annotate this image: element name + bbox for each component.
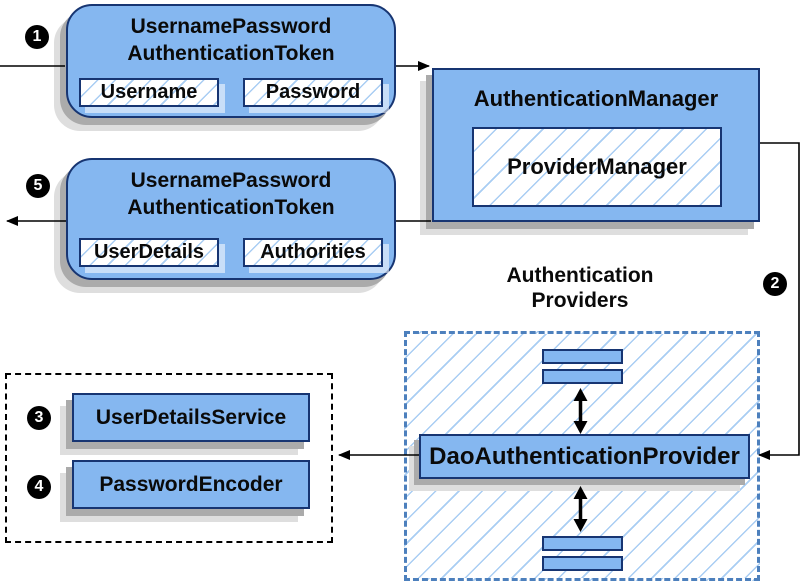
- token-request-fields: Username Password: [79, 78, 383, 107]
- username-field: Username: [79, 78, 219, 107]
- collaborators-box: [5, 373, 333, 543]
- step-4-badge: 4: [27, 475, 51, 499]
- authentication-manager-title: AuthenticationManager: [473, 86, 719, 111]
- dao-authentication-provider-box: DaoAuthenticationProvider: [419, 434, 750, 479]
- providers-heading-line2: Providers: [531, 289, 629, 312]
- token-request-title-line2: AuthenticationToken: [127, 42, 335, 65]
- token-result-title-line2: AuthenticationToken: [127, 196, 335, 219]
- provider-slot-bar: [542, 536, 623, 551]
- token-result-title: UsernamePassword AuthenticationToken: [68, 160, 394, 221]
- manager-to-dao-arrow: [758, 142, 800, 460]
- userdetails-field: UserDetails: [79, 238, 219, 267]
- password-encoder-box: PasswordEncoder: [72, 460, 310, 509]
- password-field: Password: [243, 78, 383, 107]
- provider-manager-box: ProviderManager: [472, 127, 722, 207]
- token-result-title-line1: UsernamePassword: [130, 169, 332, 192]
- step-1-badge: 1: [25, 25, 49, 49]
- user-details-service-box: UserDetailsService: [72, 393, 310, 442]
- providers-heading-line1: Authentication: [506, 264, 654, 287]
- token-result-box: UsernamePassword AuthenticationToken Use…: [66, 158, 396, 280]
- token-request-title-line1: UsernamePassword: [130, 15, 332, 38]
- step-5-badge: 5: [26, 174, 50, 198]
- provider-slot-bar: [542, 349, 623, 364]
- provider-slot-bar: [542, 556, 623, 571]
- token-result-fields: UserDetails Authorities: [79, 238, 383, 267]
- token-request-box: UsernamePassword AuthenticationToken Use…: [66, 4, 396, 118]
- authentication-manager-box: AuthenticationManager ProviderManager: [432, 68, 760, 222]
- step-3-badge: 3: [27, 406, 51, 430]
- providers-heading: Authentication Providers: [455, 263, 705, 313]
- step-2-badge: 2: [763, 272, 787, 296]
- authorities-field: Authorities: [243, 238, 383, 267]
- token-request-title: UsernamePassword AuthenticationToken: [68, 6, 394, 67]
- provider-slot-bar: [542, 369, 623, 384]
